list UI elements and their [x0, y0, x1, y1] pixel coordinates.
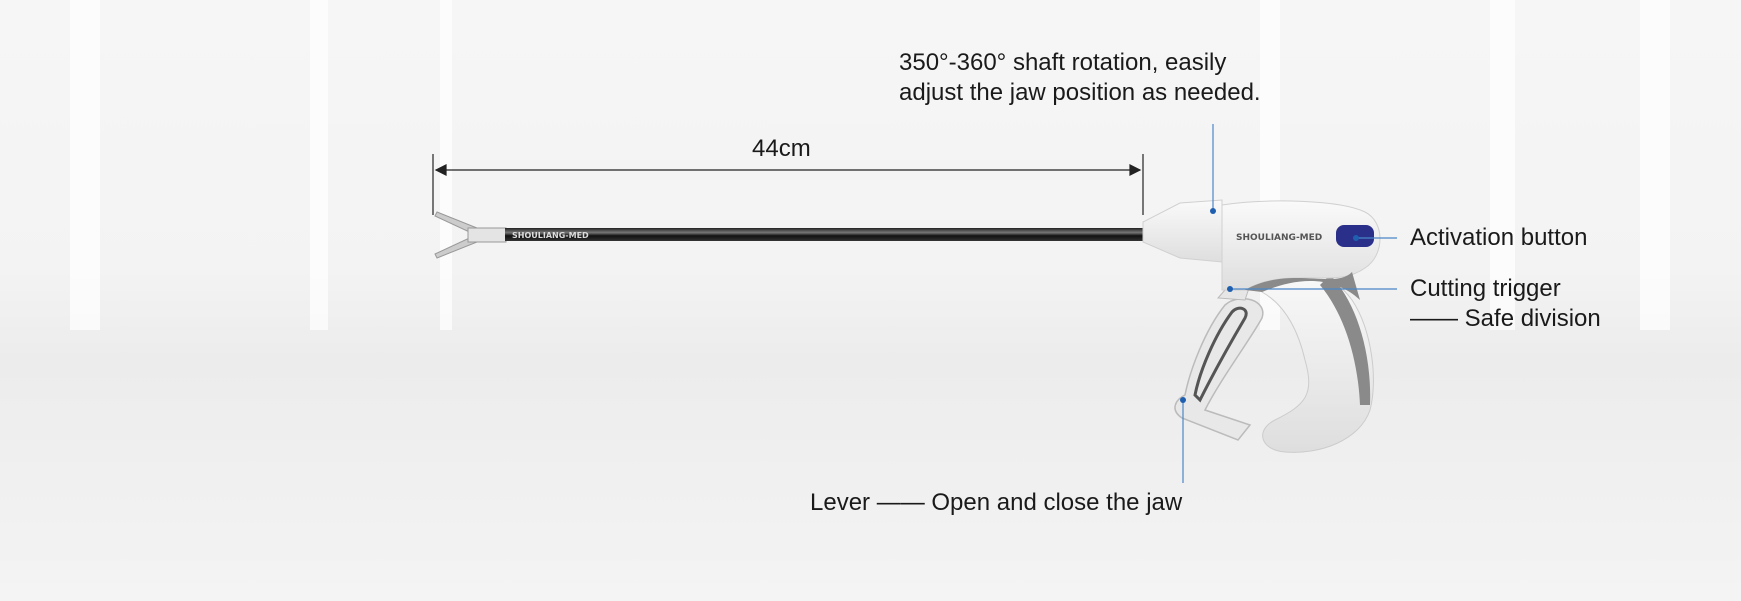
background-stripe — [70, 0, 100, 330]
background-stripe — [310, 0, 328, 330]
cutting-label: Cutting trigger — [1410, 275, 1561, 302]
rotation-line-2: adjust the jaw position as needed. — [899, 79, 1261, 106]
lever — [1174, 297, 1264, 441]
rotation-knob — [1142, 199, 1223, 263]
jaw — [434, 211, 507, 259]
length-label: 44cm — [752, 135, 811, 162]
activation-label: Activation button — [1410, 224, 1588, 251]
shaft-brand: SHOULIANG-MED — [512, 231, 589, 240]
background-stripe — [1490, 0, 1515, 330]
rotation-line-1: 350°-360° shaft rotation, easily — [899, 49, 1227, 76]
callout-leaders — [1180, 124, 1397, 483]
lever-label: Lever —— Open and close the jaw — [810, 489, 1183, 516]
handle-brand: SHOULIANG-MED — [1236, 233, 1322, 243]
length-dimension — [432, 154, 1144, 215]
safe-division-label: —— Safe division — [1410, 305, 1601, 332]
rotation-callout: 350°-360° shaft rotation, easily adjust … — [899, 48, 1261, 108]
background-stripe — [1640, 0, 1670, 330]
handle-body — [1221, 200, 1381, 291]
shaft — [505, 228, 1145, 241]
